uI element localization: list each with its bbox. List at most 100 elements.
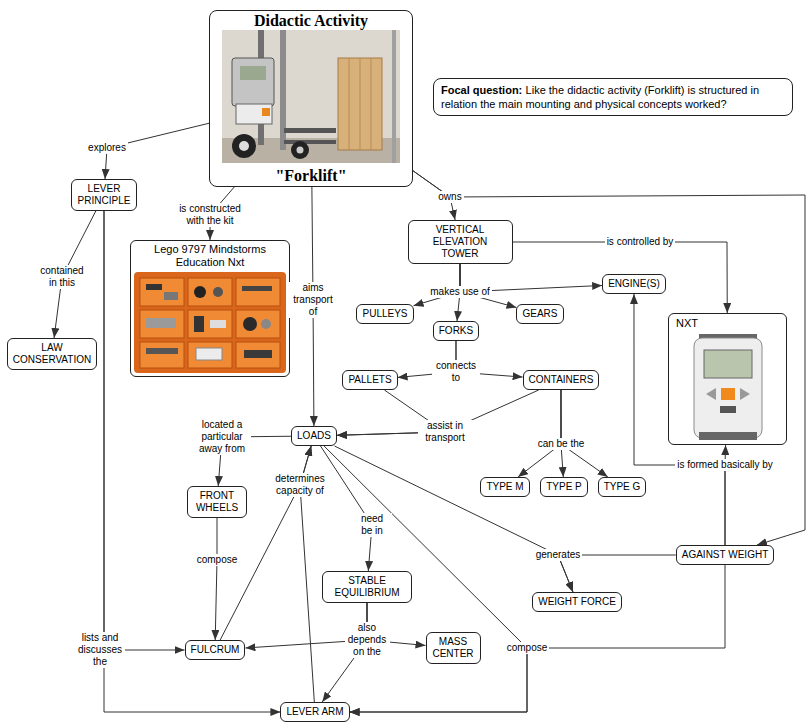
concept-text: FORKS (439, 325, 473, 337)
brick-button (706, 388, 716, 400)
kit-photo (134, 272, 286, 373)
activity-text: "Forklift" (275, 167, 346, 185)
focal-question-box: Focal question:Like the didactic activit… (433, 78, 793, 116)
lego-part (146, 284, 162, 290)
connector (414, 264, 460, 306)
kit-box: Lego 9797 Mindstorms Education Nxt (130, 240, 290, 377)
concept-box: LEVER ARM (280, 702, 349, 722)
concept-text: STABLE EQUILIBRIUM (328, 575, 406, 599)
lego-part (213, 287, 223, 297)
concept-text: TYPE M (486, 481, 523, 493)
link-label: contained in this (37, 265, 87, 289)
motor-hub (262, 108, 270, 116)
compartment (140, 310, 184, 338)
link-label: can be the (536, 438, 587, 450)
concept-text: CONTAINERS (529, 374, 594, 386)
concept-box: PALLETS (342, 370, 397, 390)
connector (215, 518, 217, 640)
concept-text: FULCRUM (191, 644, 240, 656)
frame-rod (392, 30, 396, 163)
concept-text: TYPE G (604, 481, 641, 493)
connector (413, 171, 805, 545)
concept-box: ENGINE(S) (602, 274, 666, 294)
fork (284, 128, 336, 133)
nxt-brick (232, 58, 274, 106)
connector (513, 242, 728, 313)
activity-text: Didactic Activity (254, 12, 368, 30)
concept-box: VERTICAL ELEVATION TOWER (408, 220, 513, 264)
forklift-photo (222, 30, 400, 163)
block-seam (360, 58, 361, 150)
concept-text: VERTICAL ELEVATION TOWER (414, 224, 507, 260)
photo-wall (222, 30, 400, 163)
lego-part (146, 348, 178, 354)
link-label: is controlled by (605, 236, 676, 248)
wheel (232, 134, 256, 158)
compartment (188, 278, 232, 306)
nxt-brick (694, 338, 762, 438)
concept-box: PULLEYS (356, 304, 413, 324)
lego-part (146, 318, 176, 328)
concept-box: LEVER PRINCIPLE (71, 179, 137, 211)
kit-text: Lego 9797 Mindstorms Education Nxt (137, 243, 283, 269)
concept-text: LEVER ARM (286, 706, 343, 718)
concept-box: CONTAINERS (523, 370, 600, 390)
concept-text: MASS CENTER (432, 636, 475, 660)
link-label: explores (86, 142, 128, 154)
wheel (291, 141, 309, 159)
brick-ports (699, 432, 757, 440)
concept-box: AGAINST WEIGHT (676, 545, 775, 565)
concept-text: ENGINE(S) (608, 278, 660, 290)
concept-text: LAW CONSERVATION (13, 342, 91, 366)
lego-part (243, 317, 257, 331)
lego-part (194, 316, 204, 332)
lego-part (210, 320, 226, 328)
link-label: located a particular away from (193, 419, 251, 455)
link-label: is constructed with the kit (173, 203, 248, 227)
concept-box: TYPE M (480, 477, 529, 497)
tray (134, 272, 286, 373)
activity-box: Didactic Activity "Forklift" (209, 10, 413, 187)
brick-screen (704, 350, 752, 378)
concept-box: TYPE P (540, 477, 588, 497)
compartment (188, 310, 232, 338)
lego-part (194, 286, 206, 298)
link-label: generates (534, 549, 582, 561)
connector (321, 446, 372, 571)
compartment (140, 278, 184, 306)
link-label: aims transport of (289, 282, 337, 318)
link-label: connects to (432, 360, 480, 384)
connector (634, 294, 725, 545)
lego-part (261, 319, 271, 329)
compartment (236, 342, 280, 368)
compartment (236, 310, 280, 338)
connector (518, 390, 561, 477)
concept-text: FRONT WHEELS (193, 490, 241, 514)
lego-part (164, 292, 178, 300)
connector (561, 390, 608, 477)
brick-button (721, 388, 735, 400)
connector (104, 211, 185, 650)
concept-text: TYPE P (546, 481, 582, 493)
lego-part (196, 348, 222, 360)
link-label: owns (436, 191, 463, 203)
link-label: compose (195, 554, 240, 566)
compartment (236, 278, 280, 306)
link-label: determines capacity of (270, 473, 330, 497)
concept-box: FORKS (433, 321, 479, 341)
block-seam (349, 58, 350, 150)
brick-button (720, 406, 736, 413)
link-label: lists and discusses the (75, 632, 125, 668)
concept-text: AGAINST WEIGHT (682, 549, 769, 561)
fork (284, 140, 336, 144)
concept-text: PULLEYS (362, 308, 407, 320)
brick-screen (240, 66, 266, 80)
link-label: assist in transport (418, 420, 473, 444)
concept-text: PALLETS (348, 374, 391, 386)
link-label: need be in (352, 513, 392, 537)
compartment (140, 342, 184, 368)
block-seam (371, 58, 372, 150)
connector (324, 446, 527, 712)
motor (236, 104, 272, 124)
